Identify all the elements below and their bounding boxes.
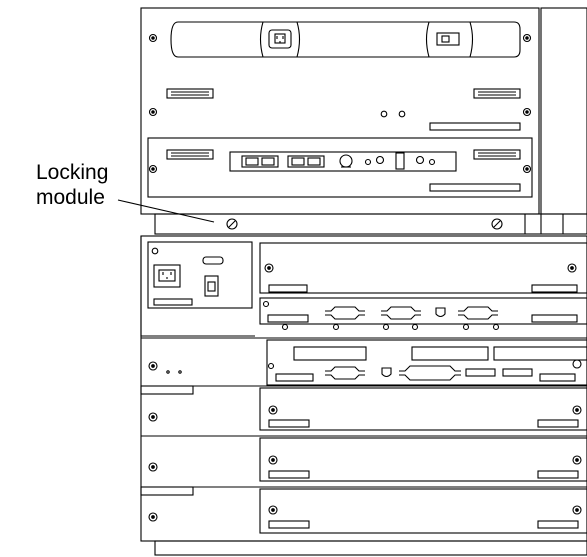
slot-row <box>140 385 587 431</box>
locking-module <box>154 213 587 235</box>
screw-icon <box>148 164 532 174</box>
label-slot <box>429 122 521 131</box>
screw-icon <box>148 33 532 43</box>
callout-line-1: Locking <box>36 161 109 184</box>
inner-module <box>147 137 533 198</box>
serial-connector-icon <box>325 365 461 381</box>
top-unit <box>140 7 587 215</box>
slot-row <box>140 486 587 534</box>
latch-handle <box>166 88 521 99</box>
screw-icon <box>226 218 503 230</box>
serial-connector-icon <box>325 306 498 320</box>
top-unit-frame <box>140 7 540 215</box>
card-slot <box>259 242 587 294</box>
io-module <box>148 339 587 386</box>
power-strip <box>170 21 521 58</box>
screw-icon <box>148 107 532 117</box>
callout-line-2: module <box>36 186 105 209</box>
side-panel <box>540 7 587 215</box>
label-slot <box>429 183 521 192</box>
power-supply-panel <box>140 236 255 337</box>
slot-row <box>141 435 587 482</box>
port-icon <box>241 155 325 168</box>
latch-handle <box>166 149 521 160</box>
screw-icon <box>281 323 500 331</box>
callout-label: Locking module <box>36 160 108 210</box>
callout-leader <box>117 199 215 223</box>
card-slot <box>259 297 587 331</box>
base-plate <box>154 540 587 556</box>
